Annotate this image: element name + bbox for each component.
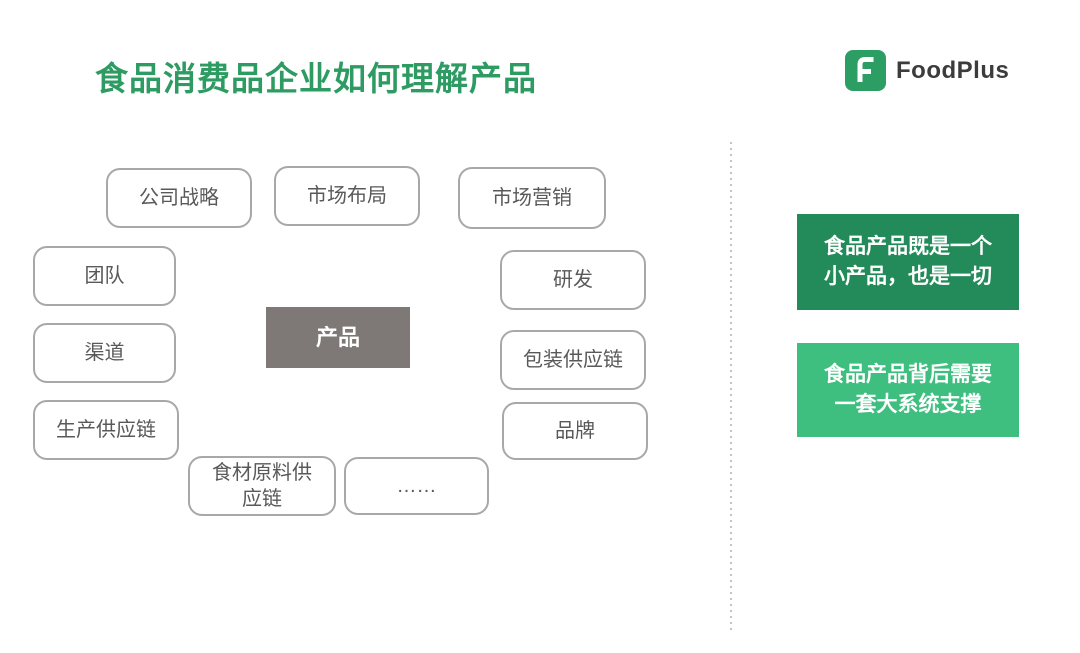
diagram-node-packaging-supply-chain: 包装供应链 — [500, 330, 646, 390]
vertical-dotted-divider — [730, 142, 732, 634]
callout-product-is-everything: 食品产品既是一个小产品，也是一切 — [797, 214, 1019, 310]
diagram-node-team: 团队 — [33, 246, 176, 306]
diagram-node-brand: 品牌 — [502, 402, 648, 460]
page-title: 食品消费品企业如何理解产品 — [95, 60, 537, 97]
diagram-node-ingredient-supply-chain: 食材原料供应链 — [188, 456, 336, 516]
callout-system-support: 食品产品背后需要一套大系统支撑 — [797, 343, 1019, 437]
foodplus-logo: FoodPlus — [845, 50, 1009, 91]
diagram-node-channels: 渠道 — [33, 323, 176, 383]
diagram-node-more-ellipsis: …… — [344, 457, 489, 515]
diagram-node-company-strategy: 公司战略 — [106, 168, 252, 228]
diagram-node-production-supply-chain: 生产供应链 — [33, 400, 179, 460]
diagram-node-marketing: 市场营销 — [458, 167, 606, 229]
diagram-center-product: 产品 — [266, 307, 410, 368]
diagram-node-rnd: 研发 — [500, 250, 646, 310]
foodplus-f-icon — [845, 50, 886, 91]
logo-text: FoodPlus — [896, 56, 1010, 84]
diagram-node-market-layout: 市场布局 — [274, 166, 420, 226]
